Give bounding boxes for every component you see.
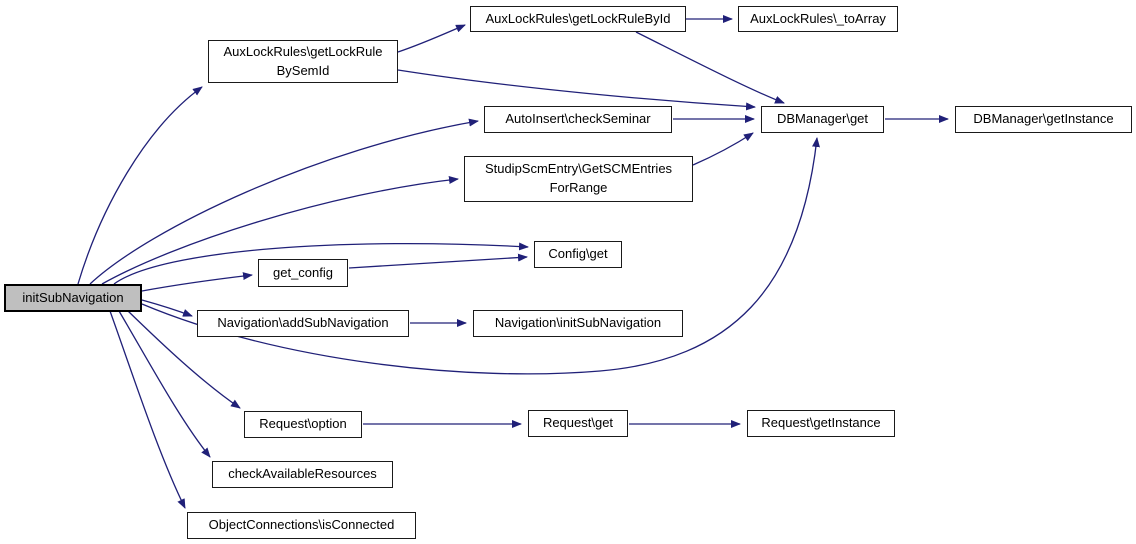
node-init-sub-navigation: initSubNavigation: [4, 284, 142, 312]
edge-init-to-isConnected: [109, 310, 186, 509]
node-request-option[interactable]: Request\option: [244, 411, 362, 438]
node-get-config[interactable]: get_config: [258, 259, 348, 287]
edge-init-to-getLockRuleBySemId: [77, 86, 203, 285]
node-aux-lock-rules-get-lock-rule-by-sem-id[interactable]: AuxLockRules\getLockRule BySemId: [208, 40, 398, 83]
node-db-manager-get[interactable]: DBManager\get: [761, 106, 884, 133]
edge-getSCMEntriesForRange-to-dbManagerGet: [692, 132, 754, 166]
node-aux-lock-rules-to-array[interactable]: AuxLockRules\_toArray: [738, 6, 898, 32]
node-object-connections-is-connected[interactable]: ObjectConnections\isConnected: [187, 512, 416, 539]
edge-init-to-addSubNavigation: [141, 299, 193, 317]
node-navigation-add-sub-navigation[interactable]: Navigation\addSubNavigation: [197, 310, 409, 337]
node-auto-insert-check-seminar[interactable]: AutoInsert\checkSeminar: [484, 106, 672, 133]
edge-getLockRuleBySemId-to-dbManagerGet: [397, 69, 756, 111]
node-navigation-init-sub-navigation[interactable]: Navigation\initSubNavigation: [473, 310, 683, 337]
edge-init-to-getConfig: [141, 272, 253, 292]
edge-getLockRuleBySemId-to-getLockRuleById: [397, 24, 466, 53]
node-config-get[interactable]: Config\get: [534, 241, 622, 268]
node-request-get[interactable]: Request\get: [528, 410, 628, 437]
node-request-get-instance[interactable]: Request\getInstance: [747, 410, 895, 437]
node-db-manager-get-instance[interactable]: DBManager\getInstance: [955, 106, 1132, 133]
node-check-available-resources[interactable]: checkAvailableResources: [212, 461, 393, 488]
node-aux-lock-rules-get-lock-rule-by-id[interactable]: AuxLockRules\getLockRuleById: [470, 6, 686, 32]
edge-getConfig-to-configGet: [348, 253, 528, 269]
edge-getLockRuleById-to-dbManagerGet: [635, 31, 785, 104]
node-studip-scm-entry-get-scm-entries-for-range[interactable]: StudipScmEntry\GetSCMEntries ForRange: [464, 156, 693, 202]
